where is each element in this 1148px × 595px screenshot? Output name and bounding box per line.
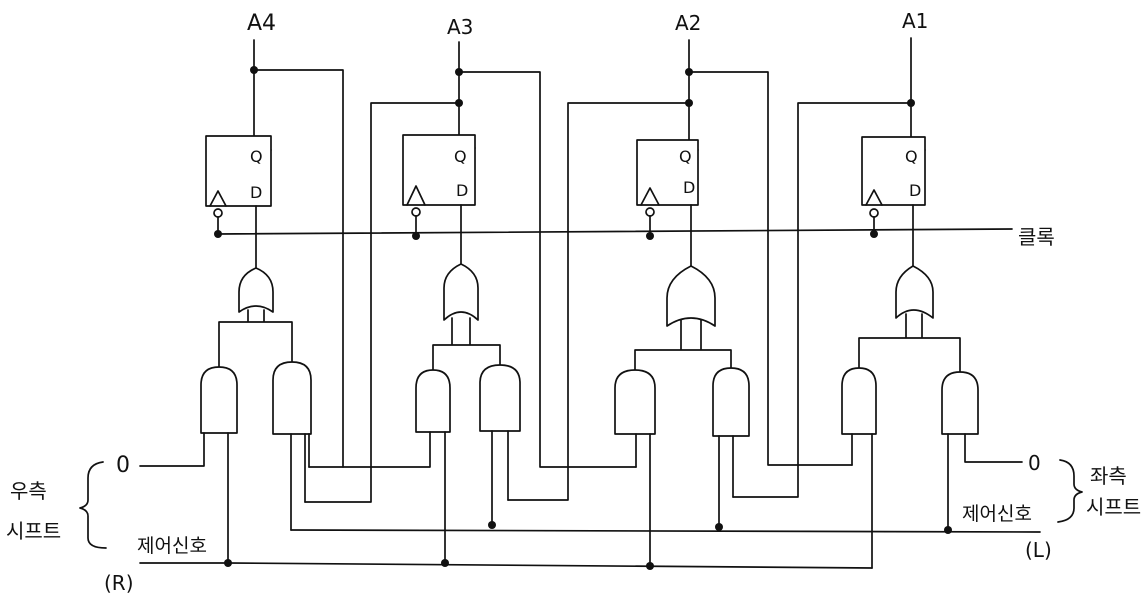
flipflop-a1: Q D [861, 136, 926, 218]
left-shift-tag: (L) [1025, 538, 1052, 562]
control-lines [139, 529, 1041, 569]
flipflop-a3: Q D [402, 134, 476, 217]
ff-q-label: Q [454, 147, 467, 166]
ff-d-label: D [683, 178, 695, 197]
and-gate-a3-left [415, 369, 451, 433]
flipflop-a4: Q D [205, 135, 272, 218]
clock-wires [217, 215, 1013, 237]
and-gate-a4-right [272, 361, 312, 435]
ff-q-label: Q [679, 147, 692, 166]
output-label-a1: A1 [902, 9, 928, 33]
and-gate-a4-left [200, 366, 238, 434]
or-gate-a1 [895, 265, 934, 319]
or-gate-a3 [443, 263, 479, 321]
right-shift-label-1: 우측 [10, 479, 47, 503]
flipflop-a2: Q D [636, 139, 699, 217]
ff-q-label: Q [250, 147, 263, 166]
ff-d-label: D [909, 181, 921, 200]
and-gate-a1-right [941, 371, 979, 435]
junction-dots [214, 66, 952, 570]
output-label-a2: A2 [675, 11, 701, 35]
left-brace [79, 461, 107, 549]
and-input-wires [139, 430, 1023, 569]
or-gate-a4 [238, 267, 274, 313]
output-label-a4: A4 [247, 11, 276, 36]
clock-label: 클록 [1018, 225, 1055, 249]
and-gates [200, 361, 979, 437]
and-gate-a1-left [841, 367, 877, 435]
output-wires [253, 37, 926, 151]
left-shift-label-1: 좌측 [1090, 464, 1127, 488]
left-shift-label-2: 시프트 [1086, 495, 1141, 519]
ff-d-label: D [456, 181, 468, 200]
right-brace [1057, 459, 1083, 523]
or-input-wires [218, 309, 961, 373]
and-gate-a3-right [479, 364, 521, 432]
or-gate-a2 [666, 265, 716, 327]
left-shift-zero-input: 0 [1028, 451, 1041, 475]
output-label-a3: A3 [447, 15, 473, 39]
and-gate-a2-right [712, 367, 750, 437]
shift-feedback-wires [253, 69, 912, 503]
left-shift-control-label: 제어신호 [962, 503, 1032, 525]
d-input-wires [255, 204, 914, 269]
ff-q-label: Q [905, 147, 918, 166]
right-shift-zero-input: 0 [116, 453, 130, 478]
ff-d-label: D [250, 183, 262, 202]
right-shift-tag: (R) [104, 571, 134, 595]
right-shift-label-2: 시프트 [6, 519, 61, 543]
right-shift-control-label: 제어신호 [137, 535, 207, 557]
and-gate-a2-left [614, 369, 656, 435]
